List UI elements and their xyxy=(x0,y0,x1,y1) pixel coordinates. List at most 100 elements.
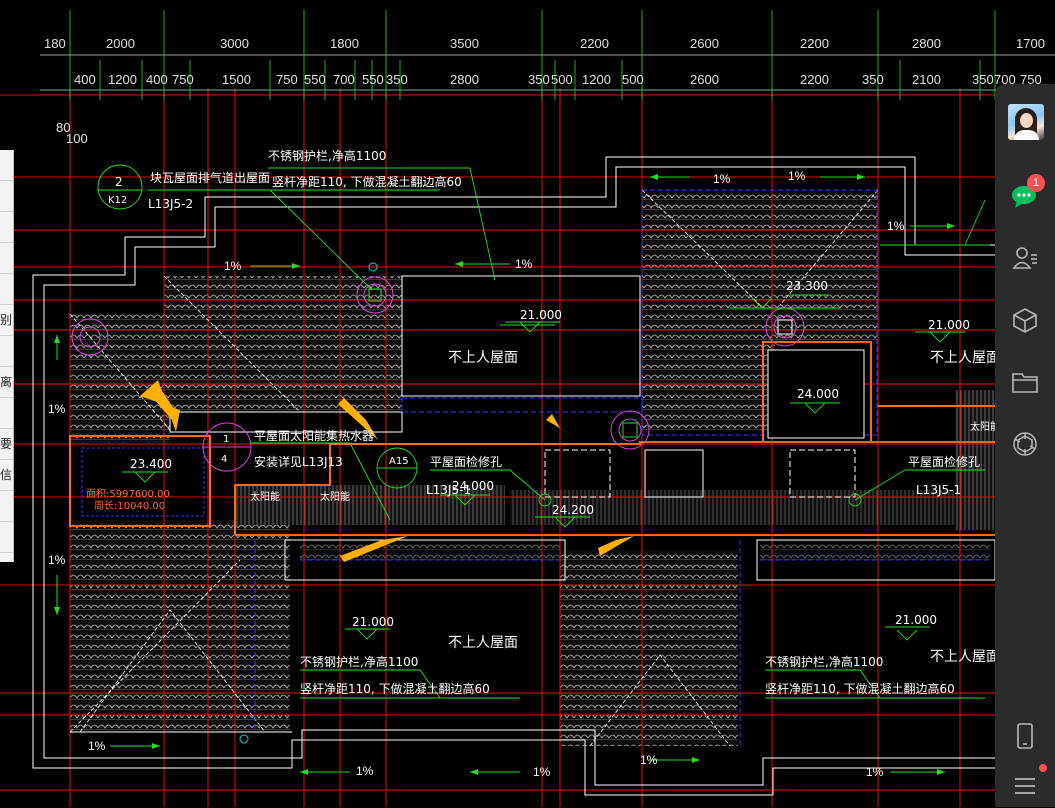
no-access-a: 不上人屋面 xyxy=(448,350,518,366)
slope-12: 1% xyxy=(866,765,884,779)
dim-2-3: 750 xyxy=(172,72,194,87)
panel-row-6[interactable] xyxy=(0,336,13,367)
dim-2-15: 2600 xyxy=(690,72,719,87)
perimeter-readout: 周长:10040.00 xyxy=(94,500,165,512)
panel-row-12[interactable] xyxy=(0,522,13,553)
panel-row-8[interactable] xyxy=(0,398,13,429)
panel-row-9[interactable]: 要 xyxy=(0,429,13,460)
panel-row-11[interactable] xyxy=(0,491,13,522)
avatar-face xyxy=(1020,113,1033,128)
dim-top-7: 2200 xyxy=(800,36,829,51)
dim-2-4: 1500 xyxy=(222,72,251,87)
railing-br: 不锈钢护栏,净高1100 xyxy=(765,654,883,669)
folder-icon xyxy=(1012,373,1038,393)
moments-button[interactable] xyxy=(995,422,1055,466)
dim-top-0: 180 xyxy=(44,36,66,51)
no-access-c: 不上人屋面 xyxy=(448,635,518,651)
solar-panel-3: 太阳能 xyxy=(970,420,1000,433)
no-access-b: 不上人屋面 xyxy=(930,350,1000,366)
orange-outlines xyxy=(69,341,995,536)
elev-21000-a: 21.000 xyxy=(520,308,562,322)
detail-sheet: K12 xyxy=(108,195,127,206)
drain-symbols[interactable] xyxy=(71,276,805,472)
contacts-button[interactable] xyxy=(995,236,1055,280)
slope-6: 1% xyxy=(48,402,66,416)
selected-region[interactable] xyxy=(81,447,205,517)
slope-3: 1% xyxy=(713,172,731,186)
slope-1: 1% xyxy=(224,259,242,273)
elev-21000-d: 21.000 xyxy=(895,613,937,627)
elev-23400: 23.400 xyxy=(130,457,172,471)
user-avatar[interactable] xyxy=(1008,104,1044,140)
hatch-a-ref: L13J5-1 xyxy=(426,483,471,497)
chat-icon xyxy=(1012,186,1036,208)
dim-2-7: 700 xyxy=(333,72,355,87)
elevation-markers xyxy=(122,294,965,641)
elev-24000: 24.000 xyxy=(797,387,839,401)
cyan-markers xyxy=(239,262,378,744)
slope-7: 1% xyxy=(48,553,66,567)
dim-2-5: 750 xyxy=(276,72,298,87)
panel-row-7[interactable]: 离 xyxy=(0,367,13,398)
hatch-a: 平屋面检修孔 xyxy=(430,454,502,469)
leader-lines xyxy=(97,164,990,699)
elev-24000-b: 24.000 xyxy=(452,479,494,493)
tile-vent-label: 块瓦屋面排气道出屋面 xyxy=(150,170,270,185)
left-properties-panel[interactable]: 别 离 要 信 xyxy=(0,150,14,562)
rod-br: 竖杆净距110, 下做混凝土翻边高60 xyxy=(765,681,955,696)
dim-2-11: 350 xyxy=(528,72,550,87)
elev-24200: 24.200 xyxy=(552,503,594,517)
dim-top-1: 2000 xyxy=(106,36,135,51)
install-ref: 安装详见L13J13 xyxy=(254,454,343,469)
dim-2-6: 550 xyxy=(304,72,326,87)
menu-button[interactable] xyxy=(995,764,1055,808)
railing-top-label: 不锈钢护栏,净高1100 xyxy=(268,148,386,163)
slope-9: 1% xyxy=(356,764,374,778)
stair-box xyxy=(767,349,865,439)
dim-2-10: 2800 xyxy=(450,72,479,87)
dim-2-9: 350 xyxy=(386,72,408,87)
dim-2-19: 350 xyxy=(972,72,994,87)
slope-10: 1% xyxy=(533,765,551,779)
callout-top-num: 1 xyxy=(223,434,229,445)
solar-panel-1: 太阳能 xyxy=(250,490,280,503)
dim-top-8: 2800 xyxy=(912,36,941,51)
slope-2: 1% xyxy=(515,257,533,271)
dim-2-17: 350 xyxy=(862,72,884,87)
dim-2-8: 550 xyxy=(362,72,384,87)
mini-programs-button[interactable] xyxy=(995,298,1055,342)
dim-top-4: 3500 xyxy=(450,36,479,51)
dim-top-2: 3000 xyxy=(220,36,249,51)
dim-2-13: 1200 xyxy=(582,72,611,87)
dimension-texts-second: 400 1200 400 750 1500 750 550 700 550 35… xyxy=(74,72,1042,87)
panel-row-0[interactable] xyxy=(0,150,13,181)
menu-notification-dot xyxy=(1039,764,1047,772)
panel-row-4[interactable] xyxy=(0,274,13,305)
area-readout: 面积:5997600.00 xyxy=(86,488,170,500)
files-button[interactable] xyxy=(995,360,1055,404)
panel-row-5[interactable]: 别 xyxy=(0,305,13,336)
dimension-lines xyxy=(40,10,1055,100)
callout-bottom-num: 4 xyxy=(221,454,227,465)
panel-row-3[interactable] xyxy=(0,243,13,274)
slope-11: 1% xyxy=(640,753,658,767)
roof-ridges xyxy=(69,189,879,747)
contacts-icon xyxy=(1012,247,1037,269)
aperture-icon xyxy=(1013,432,1037,456)
dim-2-12: 500 xyxy=(551,72,573,87)
slope-5: 1% xyxy=(887,219,905,233)
chat-button[interactable]: 1 xyxy=(995,174,1055,218)
panel-row-1[interactable] xyxy=(0,181,13,212)
dim-top-6: 2600 xyxy=(690,36,719,51)
phone-button[interactable] xyxy=(995,714,1055,758)
dim-2-14: 500 xyxy=(622,72,644,87)
slope-4: 1% xyxy=(788,169,806,183)
hatch-b-ref: L13J5-1 xyxy=(916,483,961,497)
tile-vent-ref: L13J5-2 xyxy=(148,197,193,211)
panel-row-10[interactable]: 信 xyxy=(0,460,13,491)
panel-row-2[interactable] xyxy=(0,212,13,243)
dimension-texts-top: 180 2000 3000 1800 3500 2200 2600 2200 2… xyxy=(44,36,1045,51)
solar-note: 平屋面太阳能集热水器 xyxy=(254,428,374,443)
detail-a15: A15 xyxy=(389,456,409,467)
